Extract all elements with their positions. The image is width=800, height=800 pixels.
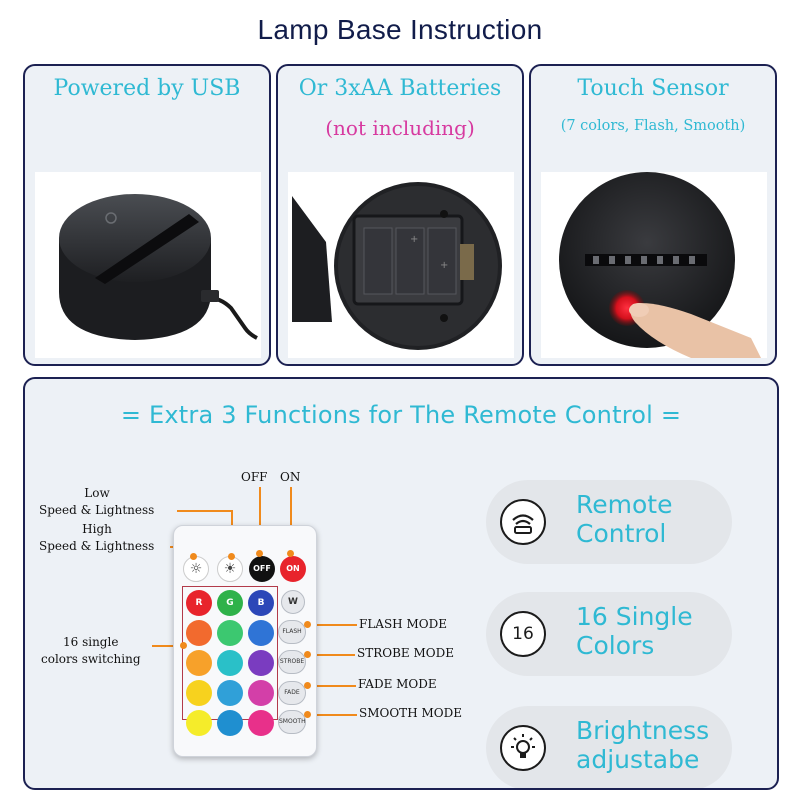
svg-text:+: + bbox=[440, 260, 448, 271]
remote-control-panel: = Extra 3 Functions for The Remote Contr… bbox=[23, 377, 779, 790]
off-button: OFF bbox=[249, 556, 275, 582]
colors-switching-label-2: colors switching bbox=[41, 652, 141, 666]
strobe-button: STROBE bbox=[278, 650, 306, 674]
remote-signal-icon bbox=[500, 499, 546, 545]
flash-leader-dot bbox=[304, 621, 311, 628]
color-button-red: R bbox=[186, 590, 212, 616]
low-speed-button: ☼ bbox=[183, 556, 209, 582]
fade-mode-label: FADE MODE bbox=[358, 677, 437, 691]
feature-remote-text: Remote Control bbox=[576, 490, 672, 548]
fade-leader-dot bbox=[304, 682, 311, 689]
touch-panel-title: Touch Sensor bbox=[577, 76, 729, 101]
color-button bbox=[186, 650, 212, 676]
low-label: Low bbox=[84, 486, 110, 500]
color-button bbox=[248, 620, 274, 646]
low-leader-dot bbox=[228, 553, 235, 560]
strobe-leader-dot bbox=[304, 651, 311, 658]
usb-lamp-base-image bbox=[35, 172, 261, 358]
low-leader-line bbox=[177, 510, 231, 512]
off-leader-line bbox=[259, 487, 261, 553]
flash-button: FLASH bbox=[278, 620, 306, 644]
feature-brightness-text: Brightness adjustabe bbox=[576, 716, 709, 774]
remote-section-title: = Extra 3 Functions for The Remote Contr… bbox=[120, 401, 682, 429]
feature-brightness-line2: adjustabe bbox=[576, 745, 700, 774]
page-title: Lamp Base Instruction bbox=[257, 14, 543, 45]
smooth-mode-label: SMOOTH MODE bbox=[359, 706, 462, 720]
smooth-button: SMOOTH bbox=[278, 710, 306, 734]
color-button bbox=[217, 620, 243, 646]
color-button bbox=[248, 680, 274, 706]
touch-sensor-image bbox=[541, 172, 767, 358]
color-button bbox=[217, 710, 243, 736]
on-button: ON bbox=[280, 556, 306, 582]
color-button bbox=[248, 710, 274, 736]
on-leader-line bbox=[290, 487, 292, 553]
color-button-blue: B bbox=[248, 590, 274, 616]
battery-panel: Or 3xAA Batteries (not including) + + bbox=[276, 64, 524, 366]
strobe-leader-line bbox=[307, 654, 355, 656]
lightbulb-icon bbox=[500, 725, 546, 771]
feature-brightness: Brightness adjustabe bbox=[486, 706, 732, 788]
white-button: W bbox=[281, 590, 305, 614]
battery-compartment-image: + + bbox=[288, 172, 514, 358]
on-label: ON bbox=[280, 470, 301, 484]
on-leader-dot bbox=[287, 550, 294, 557]
feature-colors-line2: Colors bbox=[576, 631, 655, 660]
touch-panel-note: (7 colors, Flash, Smooth) bbox=[560, 118, 746, 134]
color-button bbox=[186, 680, 212, 706]
fade-button: FADE bbox=[278, 681, 306, 705]
svg-text:+: + bbox=[410, 234, 418, 245]
colors-switching-label-1: 16 single bbox=[63, 635, 119, 649]
battery-panel-title: Or 3xAA Batteries bbox=[298, 76, 502, 101]
feature-colors-text: 16 Single Colors bbox=[576, 602, 693, 660]
off-label: OFF bbox=[241, 470, 268, 484]
usb-panel-title: Powered by USB bbox=[53, 76, 241, 101]
feature-remote-control: Remote Control bbox=[486, 480, 732, 564]
smooth-leader-line bbox=[307, 714, 357, 716]
colors-leader-line bbox=[152, 645, 184, 647]
feature-remote-line1: Remote bbox=[576, 490, 673, 519]
number-16-icon: 16 bbox=[500, 611, 546, 657]
colors-leader-dot bbox=[180, 642, 187, 649]
high-label: High bbox=[82, 522, 112, 536]
battery-panel-note: (not including) bbox=[325, 116, 475, 140]
color-button-green: G bbox=[217, 590, 243, 616]
flash-leader-line bbox=[307, 624, 357, 626]
flash-mode-label: FLASH MODE bbox=[359, 617, 447, 631]
color-button bbox=[248, 650, 274, 676]
color-button bbox=[217, 650, 243, 676]
high-leader-dot bbox=[190, 553, 197, 560]
color-button bbox=[186, 710, 212, 736]
high-speed-label: Speed & Lightness bbox=[39, 539, 155, 553]
smooth-leader-dot bbox=[304, 711, 311, 718]
feature-colors-line1: 16 Single bbox=[576, 602, 693, 631]
fade-leader-line bbox=[307, 685, 356, 687]
high-speed-button: ☀ bbox=[217, 556, 243, 582]
feature-remote-line2: Control bbox=[576, 519, 667, 548]
color-button bbox=[217, 680, 243, 706]
low-speed-label: Speed & Lightness bbox=[39, 503, 155, 517]
usb-power-panel: Powered by USB bbox=[23, 64, 271, 366]
touch-sensor-panel: Touch Sensor (7 colors, Flash, Smooth) bbox=[529, 64, 777, 366]
feature-16-colors: 16 16 Single Colors bbox=[486, 592, 732, 676]
strobe-mode-label: STROBE MODE bbox=[357, 646, 454, 660]
color-button bbox=[186, 620, 212, 646]
feature-brightness-line1: Brightness bbox=[576, 716, 710, 745]
off-leader-dot bbox=[256, 550, 263, 557]
